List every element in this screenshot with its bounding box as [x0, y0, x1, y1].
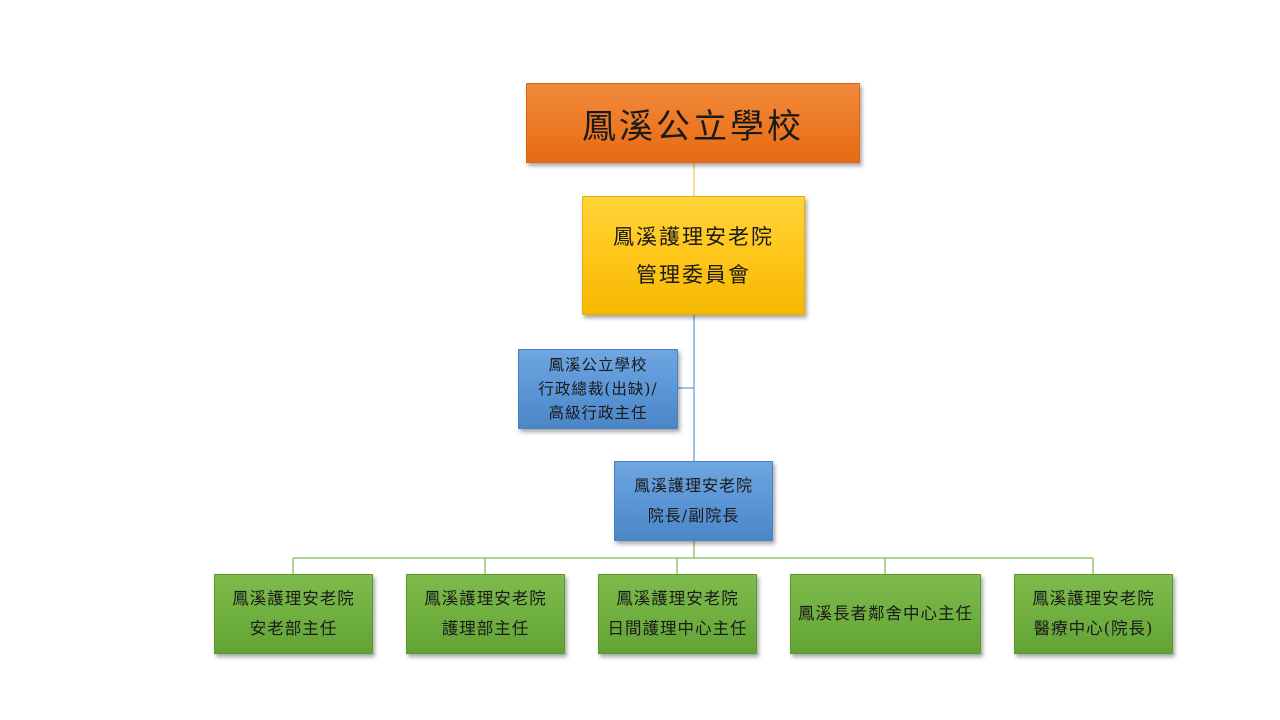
node-label-line: 醫療中心(院長)	[1033, 619, 1154, 638]
node-label-line: 鳳溪護理安老院	[613, 224, 774, 249]
node-label-line: 行政總裁(出缺)/	[538, 380, 658, 398]
node-label-line: 鳳溪長者鄰舍中心主任	[798, 604, 973, 623]
node-medical-centre[interactable]: 鳳溪護理安老院 醫療中心(院長)	[1014, 574, 1173, 654]
node-day-care-centre[interactable]: 鳳溪護理安老院 日間護理中心主任	[598, 574, 757, 654]
node-label-line: 管理委員會	[636, 262, 751, 287]
node-label-line: 鳳溪護理安老院	[633, 476, 753, 495]
node-label-line: 安老部主任	[249, 619, 338, 638]
node-label-line: 鳳溪護理安老院	[616, 589, 739, 608]
node-label-line: 日間護理中心主任	[607, 619, 748, 638]
node-label-line: 鳳溪護理安老院	[1032, 589, 1155, 608]
node-label-line: 鳳溪公立學校	[548, 356, 648, 374]
node-executive-officer[interactable]: 鳳溪公立學校 行政總裁(出缺)/ 高級行政主任	[518, 349, 678, 429]
node-elderly-care-dept[interactable]: 鳳溪護理安老院 安老部主任	[214, 574, 373, 654]
node-label-line: 鳳溪護理安老院	[232, 589, 355, 608]
node-nursing-dept[interactable]: 鳳溪護理安老院 護理部主任	[406, 574, 565, 654]
node-root-school[interactable]: 鳳溪公立學校	[526, 83, 860, 163]
node-label-line: 鳳溪公立學校	[582, 106, 804, 147]
node-director[interactable]: 鳳溪護理安老院 院長/副院長	[614, 461, 773, 541]
node-neighbourhood-centre[interactable]: 鳳溪長者鄰舍中心主任	[790, 574, 981, 654]
node-label-line: 高級行政主任	[548, 404, 648, 422]
node-label-line: 院長/副院長	[647, 506, 740, 525]
node-label-line: 護理部主任	[441, 619, 530, 638]
node-management-committee[interactable]: 鳳溪護理安老院 管理委員會	[582, 196, 805, 315]
node-label-line: 鳳溪護理安老院	[424, 589, 547, 608]
